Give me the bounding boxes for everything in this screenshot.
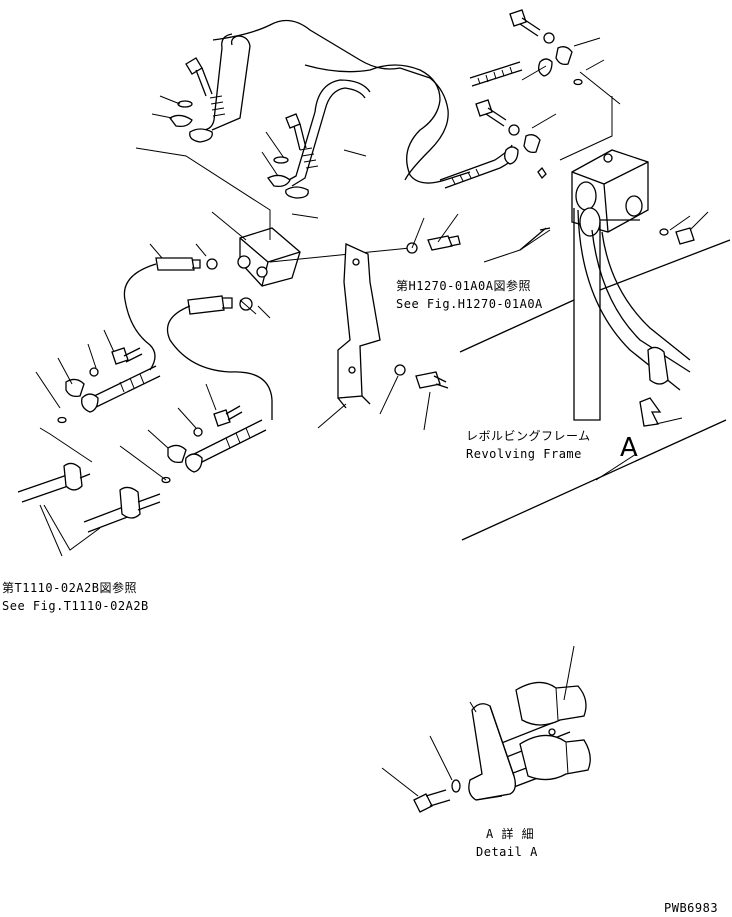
revolving-frame xyxy=(459,71,731,541)
view-letter: A xyxy=(620,433,638,463)
detail-a-drawing xyxy=(381,645,591,813)
detail-label-jp: A 詳 細 xyxy=(486,826,534,841)
upper-hose-assembly xyxy=(201,19,523,189)
lower-left-pipes xyxy=(17,427,161,557)
ref-label-top-en: See Fig.H1270-01A0A xyxy=(396,297,543,311)
bolt-set-upper-left xyxy=(169,57,309,199)
detail-label-en: Detail A xyxy=(476,845,538,859)
drawing-code: PWB6983 xyxy=(664,901,718,915)
frame-label-en: Revolving Frame xyxy=(466,447,582,461)
bolt-set-upper-right xyxy=(475,9,583,180)
ref-label-left-jp: 第T1110-02A2B図参照 xyxy=(2,580,137,595)
ref-label-top-jp: 第H1270-01A0A図参照 xyxy=(396,278,531,293)
leader-lines xyxy=(35,37,637,481)
lower-hose-assembly xyxy=(57,263,273,484)
frame-label-jp: レボルビングフレーム xyxy=(466,429,591,443)
mounting-bracket xyxy=(337,235,461,409)
manifold-block xyxy=(155,227,411,315)
ref-label-left-en: See Fig.T1110-02A2B xyxy=(2,599,149,613)
